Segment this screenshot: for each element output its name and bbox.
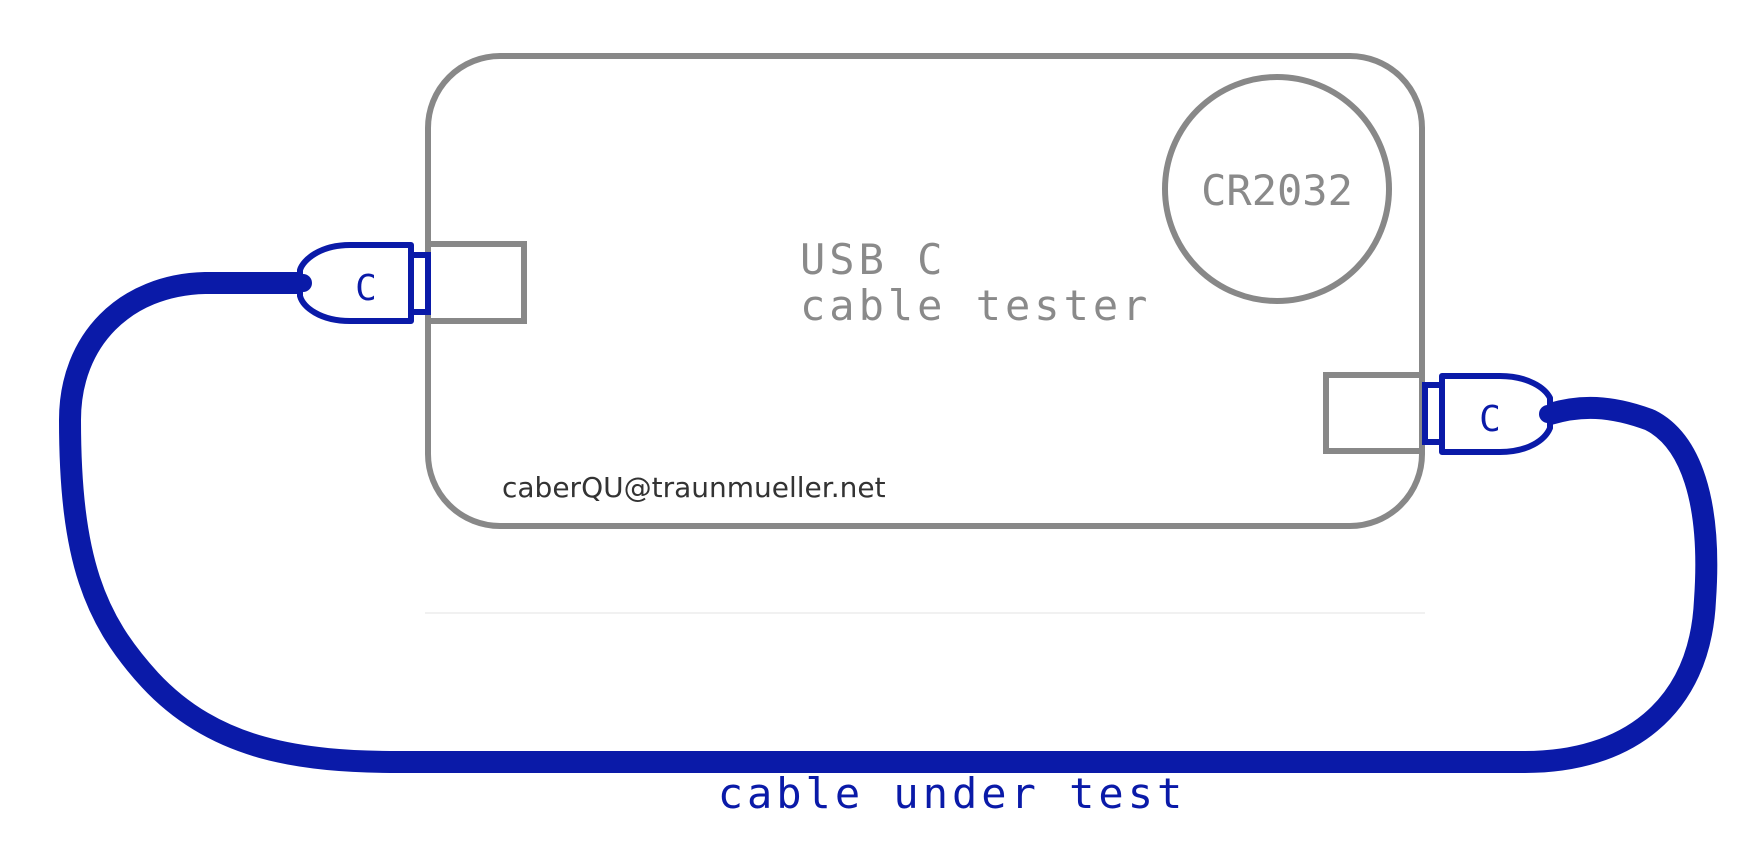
device-title-line1: USB C bbox=[800, 235, 946, 284]
email-text: caberQU@traunmueller.net bbox=[502, 471, 886, 504]
right-port-receptacle bbox=[1323, 372, 1425, 454]
right-connector-body bbox=[1439, 373, 1553, 455]
right-connector-label: C bbox=[1479, 399, 1501, 440]
left-connector-body bbox=[297, 242, 414, 324]
device-title-line2: cable tester bbox=[800, 281, 1151, 330]
left-connector-joint bbox=[294, 274, 312, 292]
right-cable-connector: C bbox=[1422, 373, 1557, 455]
cable-under-test-line bbox=[59, 272, 1718, 773]
battery-label: CR2032 bbox=[1201, 166, 1353, 215]
left-cable-connector: C bbox=[294, 242, 431, 324]
right-connector-joint bbox=[1539, 405, 1557, 423]
cable-label: cable under test bbox=[718, 769, 1187, 818]
battery-circle bbox=[1162, 74, 1392, 304]
left-connector-label: C bbox=[355, 268, 377, 309]
left-port-receptacle bbox=[425, 241, 527, 324]
